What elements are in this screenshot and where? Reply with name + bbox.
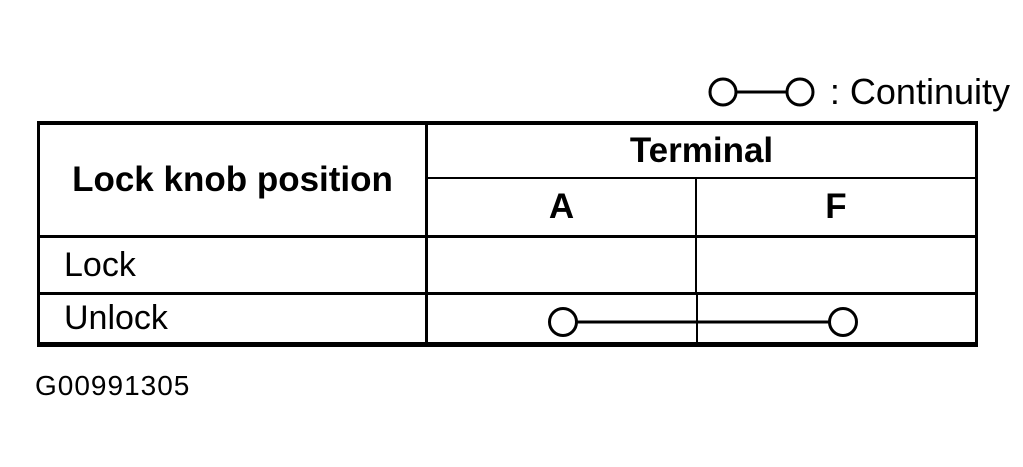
row-header-lock-knob-position: Lock knob position [40,125,428,235]
cell-unlock-continuity-a-f [428,292,975,342]
terminal-group-header: Terminal [629,131,774,170]
figure-id: G00991305 [35,370,191,401]
cell-lock-terminal-a [428,235,697,292]
continuity-symbol-icon [708,77,815,107]
cell-lock-terminal-f [697,235,975,292]
row-label-unlock: Unlock [40,292,428,342]
terminal-column-header-f: F [697,177,975,235]
continuity-table: Lock knob position Terminal A F Lock Unl… [37,121,978,347]
terminal-column-header-a: A [428,177,697,235]
legend-label: : Continuity [829,71,1010,112]
row-label-lock: Lock [40,235,428,292]
continuity-connection-icon [548,295,858,342]
continuity-legend: : Continuity [706,72,1010,112]
